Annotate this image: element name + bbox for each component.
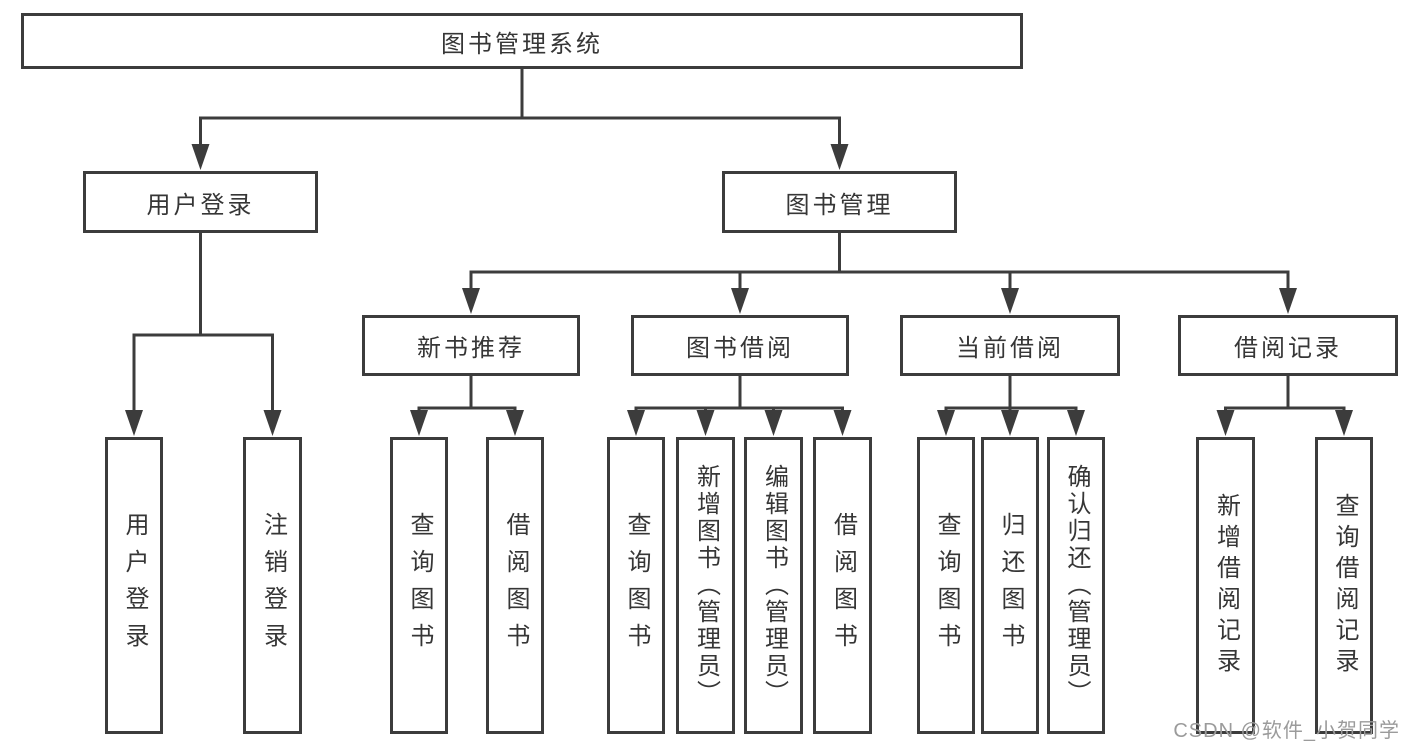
node-current: 当前借阅 xyxy=(900,315,1120,376)
node-newbook: 新书推荐 xyxy=(362,315,580,376)
node-re-query: 查询借阅记录 xyxy=(1315,437,1373,734)
node-cu-confirm: 确认归还（管理员） xyxy=(1047,437,1105,734)
node-nb-query: 查询图书 xyxy=(390,437,448,734)
node-bw-add: 新增图书（管理员） xyxy=(676,437,735,734)
node-cu-return: 归还图书 xyxy=(981,437,1039,734)
node-borrow: 图书借阅 xyxy=(631,315,849,376)
node-bw-query: 查询图书 xyxy=(607,437,665,734)
node-root: 图书管理系统 xyxy=(21,13,1023,69)
node-re-add: 新增借阅记录 xyxy=(1196,437,1255,734)
node-nb-borrow: 借阅图书 xyxy=(486,437,544,734)
node-bw-borrow: 借阅图书 xyxy=(813,437,872,734)
node-records: 借阅记录 xyxy=(1178,315,1398,376)
node-mgmt: 图书管理 xyxy=(722,171,957,233)
node-bw-edit: 编辑图书（管理员） xyxy=(744,437,803,734)
node-login: 用户登录 xyxy=(83,171,318,233)
node-login-user: 用户登录 xyxy=(105,437,163,734)
node-login-logout: 注销登录 xyxy=(243,437,302,734)
node-cu-query: 查询图书 xyxy=(917,437,975,734)
watermark: CSDN @软件_小贺同学 xyxy=(1173,720,1400,742)
